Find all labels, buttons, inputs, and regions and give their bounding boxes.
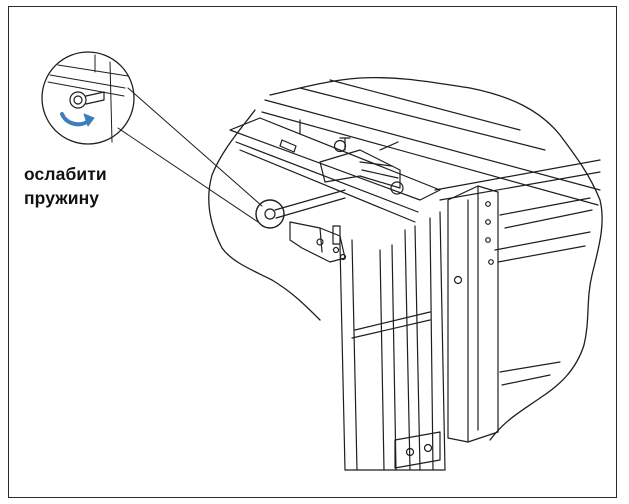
bracket-hole <box>339 253 347 261</box>
mounting-rail <box>447 185 499 443</box>
screw-top-left <box>333 139 347 153</box>
front-panel-left <box>339 239 397 471</box>
rail-hole <box>485 237 491 243</box>
cabinet-side-lines <box>494 231 591 386</box>
instruction-label-line-1: ослабити <box>24 164 107 184</box>
magnifier-detail-icon <box>41 51 135 145</box>
rail-hole <box>453 275 463 285</box>
side-bracket <box>289 221 346 263</box>
rail-hole <box>488 259 494 265</box>
spring-rod <box>274 189 346 219</box>
appliance-top-frame <box>229 117 441 223</box>
instruction-label-line-2: пружину <box>24 188 100 208</box>
worktop-edge <box>261 79 601 206</box>
bottom-screw <box>405 447 415 457</box>
rail-hole <box>485 219 491 225</box>
spring-nut <box>264 208 276 220</box>
top-tab <box>279 139 297 153</box>
spring-lever <box>359 141 399 179</box>
bottom-plate <box>394 431 441 469</box>
bottom-screw <box>423 443 433 453</box>
screw-top-right <box>390 181 404 195</box>
counterclockwise-arrow-icon <box>60 112 95 127</box>
front-panel-bottom <box>344 311 446 471</box>
rail-hole <box>485 201 491 207</box>
bracket-screw <box>332 225 341 245</box>
hinge-bracket-top <box>319 137 401 189</box>
worktop-edge-right <box>434 159 601 229</box>
illustration-frame <box>8 6 617 498</box>
callout-leader <box>117 87 263 223</box>
bracket-hole <box>316 238 324 246</box>
bracket-hole <box>332 246 340 254</box>
front-panel-middle <box>404 211 446 471</box>
spring-highlight-circle <box>255 199 285 229</box>
